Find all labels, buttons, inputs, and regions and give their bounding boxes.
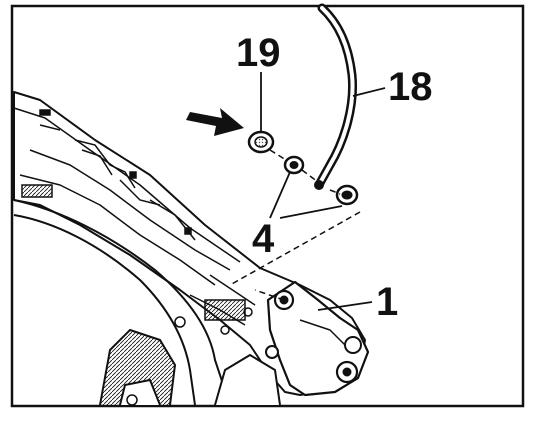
callout-1: 1 xyxy=(376,280,398,324)
nut-washer-upper xyxy=(283,155,305,175)
callout-19: 19 xyxy=(236,31,281,75)
brake-line-hose xyxy=(314,3,358,190)
assembly-dashed-lines xyxy=(229,149,361,301)
nut-washer-lower xyxy=(335,184,359,206)
grommet-clip-part xyxy=(247,130,275,154)
callout-18: 18 xyxy=(388,65,433,109)
leader-lines xyxy=(260,72,386,311)
callout-4: 4 xyxy=(252,217,275,261)
beam-details xyxy=(21,109,256,326)
subframe-member xyxy=(13,91,370,406)
direction-arrow-icon xyxy=(186,108,244,136)
